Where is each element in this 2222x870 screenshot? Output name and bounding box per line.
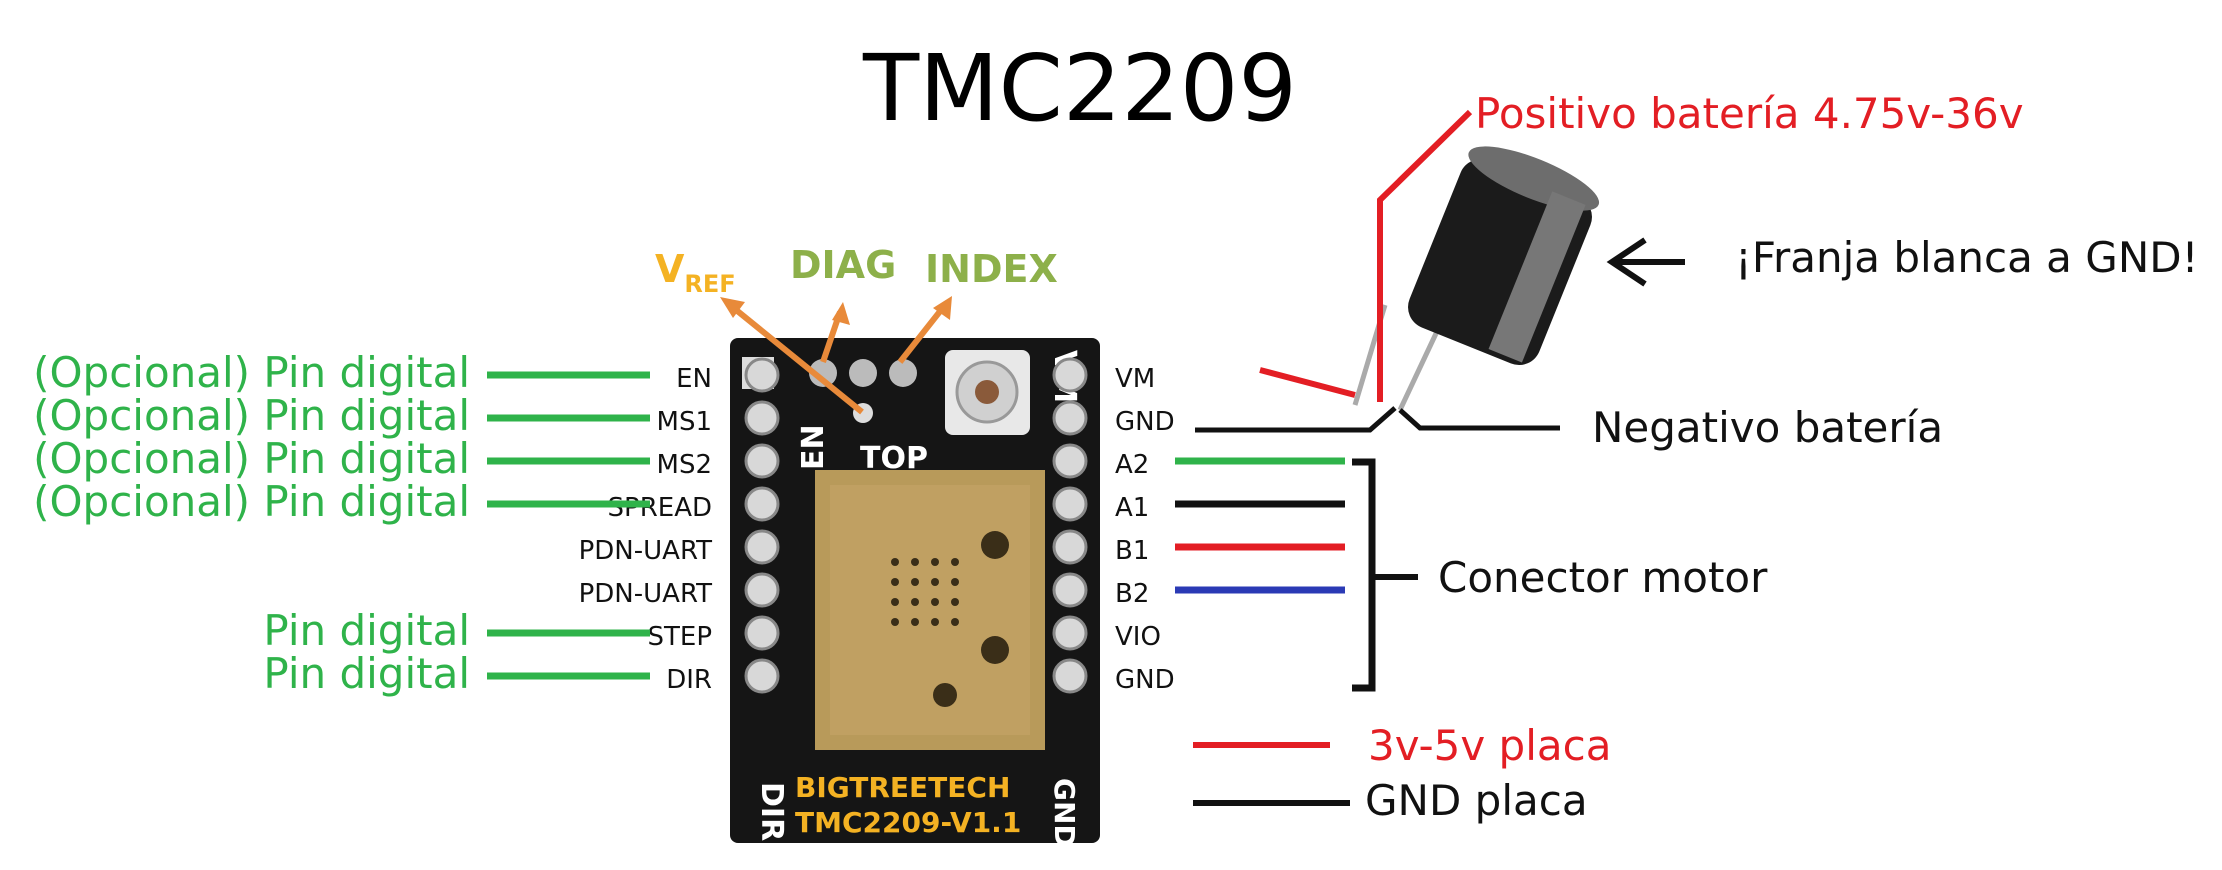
board-silk-top: TOP: [860, 441, 928, 476]
left-pin-name: PDN-UART: [579, 579, 713, 609]
stripe-arrow: [1606, 237, 1685, 287]
gnd-placa-label: GND placa: [1365, 776, 1588, 825]
chip-vias: [891, 531, 1009, 707]
left-pin-row: SPREAD (Opcional) Pin digital: [33, 477, 780, 526]
motor-bracket: [1352, 458, 1376, 692]
board-silk-en: EN: [796, 424, 831, 470]
header-pin: [744, 572, 780, 608]
right-pin-row: VIO: [1052, 615, 1161, 652]
left-pin-description: (Opcional) Pin digital: [33, 391, 470, 440]
right-pin-row: A2: [1052, 443, 1345, 480]
right-pin-name: A1: [1115, 493, 1149, 523]
right-pin-row: GND: [1052, 658, 1175, 695]
left-pin-row: MS2 (Opcional) Pin digital: [33, 434, 780, 483]
vref-label: VREF: [655, 247, 736, 298]
header-pin: [744, 357, 780, 393]
board-top-labels: VREF DIAG INDEX: [655, 243, 1058, 415]
right-pin-name: B2: [1115, 579, 1149, 609]
positive-wire: [1377, 109, 1473, 402]
header-pin: [1052, 529, 1088, 565]
left-pin-row: STEP Pin digital: [263, 606, 780, 655]
header-pin: [1052, 615, 1088, 651]
left-pin-row: PDN-UART: [579, 529, 780, 566]
left-pin-name: MS1: [657, 407, 712, 437]
right-pin-row: GND: [1052, 400, 1175, 437]
header-pin: [744, 658, 780, 694]
left-pin-description: Pin digital: [263, 606, 470, 655]
header-pin: [744, 615, 780, 651]
right-pin-row: VM: [1052, 357, 1155, 394]
left-pin-name: MS2: [657, 450, 712, 480]
motor-connector-label: Conector motor: [1438, 553, 1768, 602]
gnd-black-wire: [1195, 406, 1397, 433]
right-pin-row: A1: [1052, 486, 1345, 523]
board-brand: BIGTREETECH: [795, 771, 1010, 804]
left-pin-row: EN (Opcional) Pin digital: [33, 348, 780, 397]
stripe-label: ¡Franja blanca a GND!: [1735, 233, 2198, 282]
vm-red-wire: [1259, 367, 1356, 398]
left-pin-row: MS1 (Opcional) Pin digital: [33, 391, 780, 440]
header-pin: [744, 400, 780, 436]
negative-battery-label: Negativo batería: [1592, 403, 1943, 452]
header-pin: [744, 486, 780, 522]
power-wires: [1195, 109, 1560, 433]
header-pin: [1052, 486, 1088, 522]
capacitor: [1352, 146, 1600, 412]
header-pin: [1052, 443, 1088, 479]
positive-battery-label: Positivo batería 4.75v-36v: [1475, 89, 2024, 138]
left-pin-row: DIR Pin digital: [263, 649, 780, 698]
left-pin-description: (Opcional) Pin digital: [33, 477, 470, 526]
left-pin-row: PDN-UART: [579, 572, 780, 609]
right-pin-row: B2: [1052, 572, 1345, 609]
left-pin-description: (Opcional) Pin digital: [33, 434, 470, 483]
right-pin-name: GND: [1115, 407, 1175, 437]
board-silk-gnd: GND: [1048, 778, 1081, 848]
right-pin-row: B1: [1052, 529, 1345, 566]
header-pin: [1052, 658, 1088, 694]
vio-label: 3v-5v placa: [1368, 721, 1611, 770]
left-pin-name: DIR: [666, 665, 712, 695]
left-pin-name: PDN-UART: [579, 536, 713, 566]
right-pin-name: VIO: [1115, 622, 1161, 652]
left-pin-name: SPREAD: [608, 493, 712, 523]
left-pin-description: Pin digital: [263, 649, 470, 698]
left-pin-name: EN: [676, 364, 712, 394]
diagram-title: TMC2209: [862, 35, 1297, 142]
header-pin: [1052, 357, 1088, 393]
header-pin: [1052, 400, 1088, 436]
annotation-arrows: [720, 296, 952, 415]
capacitor-body: [1408, 146, 1600, 366]
header-pin: [1052, 572, 1088, 608]
left-pin-description: (Opcional) Pin digital: [33, 348, 470, 397]
index-label: INDEX: [925, 247, 1058, 291]
right-pin-name: VM: [1115, 364, 1155, 394]
potentiometer: [945, 350, 1030, 435]
board-silk-dir: DIR: [754, 782, 789, 841]
board-model: TMC2209-V1.1: [795, 806, 1021, 839]
header-pin: [744, 443, 780, 479]
chip-pad-inner: [830, 485, 1030, 735]
diag-label: DIAG: [790, 243, 896, 287]
left-pin-name: STEP: [648, 622, 713, 652]
right-pin-name: GND: [1115, 665, 1175, 695]
right-pin-name: B1: [1115, 536, 1149, 566]
negative-black-wire: [1398, 408, 1560, 431]
right-pin-name: A2: [1115, 450, 1149, 480]
capacitor-leg-negative: [1397, 323, 1443, 412]
driver-board: TOP EN VM DIR GND BIGTREETECH TMC2209-V1…: [730, 338, 1100, 848]
header-pin: [744, 529, 780, 565]
